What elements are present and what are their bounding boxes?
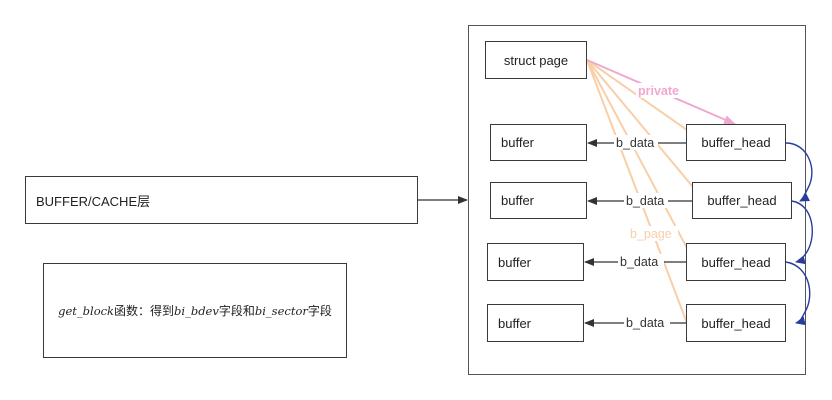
buffer-head-box: buffer_head xyxy=(686,304,786,342)
buffer-label: buffer xyxy=(498,315,532,331)
buffer-cache-layer-label: BUFFER/CACHE层 xyxy=(36,193,151,209)
b-page-lines xyxy=(586,59,694,324)
buffer-head-chain xyxy=(785,142,813,326)
buffer-head-label: buffer_head xyxy=(707,193,777,208)
buffer-box: buffer xyxy=(490,182,587,219)
buffer-label: buffer xyxy=(501,193,535,208)
buffer-cache-layer-box: BUFFER/CACHE层 xyxy=(25,176,418,224)
edge-label-b-data-3: b_data xyxy=(620,255,658,269)
edge-label-b-data-1: b_data xyxy=(616,136,654,150)
buffer-head-label: buffer_head xyxy=(701,135,771,150)
buffer-box: buffer xyxy=(487,304,584,342)
buffer-head-label: buffer_head xyxy=(701,254,771,270)
buffer-label: buffer xyxy=(498,254,532,270)
buffer-label: buffer xyxy=(501,135,535,150)
get-block-note-text: get_block函数：得到bi_bdev字段和bi_sector字段 xyxy=(58,303,332,318)
struct-page-box: struct page xyxy=(485,41,587,79)
edge-label-b-data-2: b_data xyxy=(626,194,664,208)
get-block-note-box: get_block函数：得到bi_bdev字段和bi_sector字段 xyxy=(43,263,347,358)
buffer-head-box: buffer_head xyxy=(686,243,786,281)
buffer-head-box: buffer_head xyxy=(686,124,786,161)
struct-page-label: struct page xyxy=(503,52,569,68)
edge-label-b-page: b_page xyxy=(630,227,672,241)
buffer-box: buffer xyxy=(490,124,587,161)
buffer-head-label: buffer_head xyxy=(701,315,771,331)
buffer-box: buffer xyxy=(487,243,584,281)
edge-label-b-data-4: b_data xyxy=(626,316,664,330)
edge-label-private: private xyxy=(638,84,679,98)
buffer-head-box: buffer_head xyxy=(692,182,792,219)
